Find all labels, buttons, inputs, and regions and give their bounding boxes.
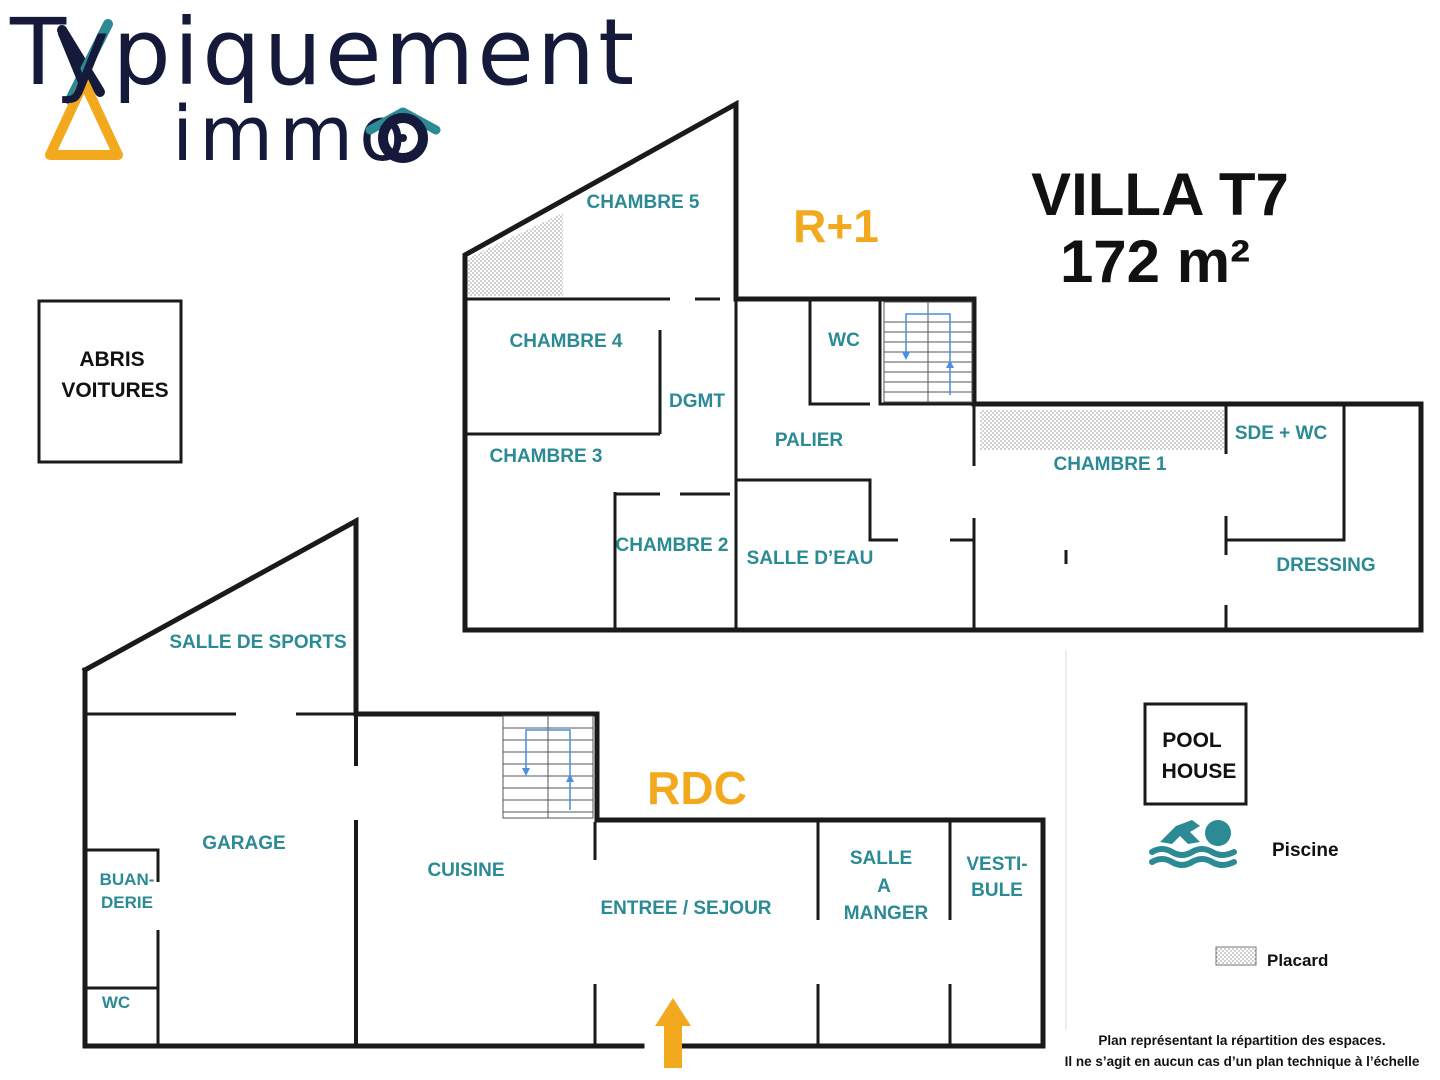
room-garage: GARAGE (202, 833, 285, 854)
room-chambre-5: CHAMBRE 5 (587, 192, 700, 213)
room-salle-manger-3: MANGER (844, 903, 929, 924)
room-palier: PALIER (775, 430, 844, 451)
placard-ch1 (980, 410, 1224, 450)
room-cuisine: CUISINE (427, 860, 504, 881)
room-wc-ground: WC (102, 993, 130, 1012)
room-chambre-3: CHAMBRE 3 (490, 446, 603, 467)
staircase-ground (502, 715, 594, 819)
room-chambre-2: CHAMBRE 2 (616, 535, 729, 556)
room-dressing: DRESSING (1276, 555, 1375, 576)
room-wc-upper: WC (828, 330, 860, 351)
abris-label-1: ABRIS (79, 348, 144, 371)
logo-text-line2: immo (172, 89, 412, 178)
room-sde-wc: SDE + WC (1235, 423, 1328, 444)
placard-ch5 (468, 213, 563, 296)
pool-house-label-2: HOUSE (1162, 760, 1237, 783)
logo-text-line1: Typiquement (9, 0, 637, 106)
pool-house: POOL HOUSE (1143, 702, 1248, 806)
disclaimer-line-2: Il ne s’agit en aucun cas d’un plan tech… (1065, 1054, 1420, 1069)
logo-mark-icon (45, 19, 123, 160)
level-upper-label: R+1 (793, 200, 879, 252)
room-buanderie-2: DERIE (101, 893, 153, 912)
room-vestibule-1: VESTI- (966, 854, 1027, 875)
room-salle-sports: SALLE DE SPORTS (169, 632, 346, 653)
villa-title: VILLA T7 (1031, 161, 1289, 228)
house-icon (365, 107, 441, 163)
room-dgmt: DGMT (669, 391, 725, 412)
legend-piscine-label: Piscine (1272, 840, 1339, 861)
ground-floor: SALLE DE SPORTS GARAGE BUAN- DERIE WC CU… (81, 516, 1046, 1068)
legend-placard-label: Placard (1267, 951, 1328, 970)
entrance-arrow-icon (655, 998, 691, 1068)
pool-house-label-1: POOL (1162, 729, 1222, 752)
upper-floor: CHAMBRE 5 CHAMBRE 4 CHAMBRE 3 CHAMBRE 2 … (462, 99, 1424, 633)
room-vestibule-2: BULE (971, 880, 1023, 901)
disclaimer-line-1: Plan représentant la répartition des esp… (1098, 1033, 1385, 1048)
placard-legend-icon (1215, 946, 1257, 966)
area-title: 172 m² (1060, 228, 1250, 295)
legend: Piscine Placard (1149, 820, 1339, 970)
swimmer-icon (1149, 820, 1237, 868)
room-entree-sejour: ENTREE / SEJOUR (600, 898, 771, 919)
staircase-upper (883, 301, 973, 403)
abris-label-2: VOITURES (61, 379, 168, 402)
room-salle-manger-1: SALLE (850, 848, 912, 869)
level-ground-label: RDC (647, 762, 747, 814)
room-salle-eau: SALLE D’EAU (747, 548, 874, 569)
room-chambre-4: CHAMBRE 4 (510, 331, 623, 352)
room-salle-manger-2: A (877, 876, 891, 897)
abris-voitures: ABRIS VOITURES (37, 299, 183, 464)
room-chambre-1: CHAMBRE 1 (1054, 454, 1167, 475)
logo: Typiquement immo (9, 0, 637, 178)
room-buanderie-1: BUAN- (100, 870, 155, 889)
